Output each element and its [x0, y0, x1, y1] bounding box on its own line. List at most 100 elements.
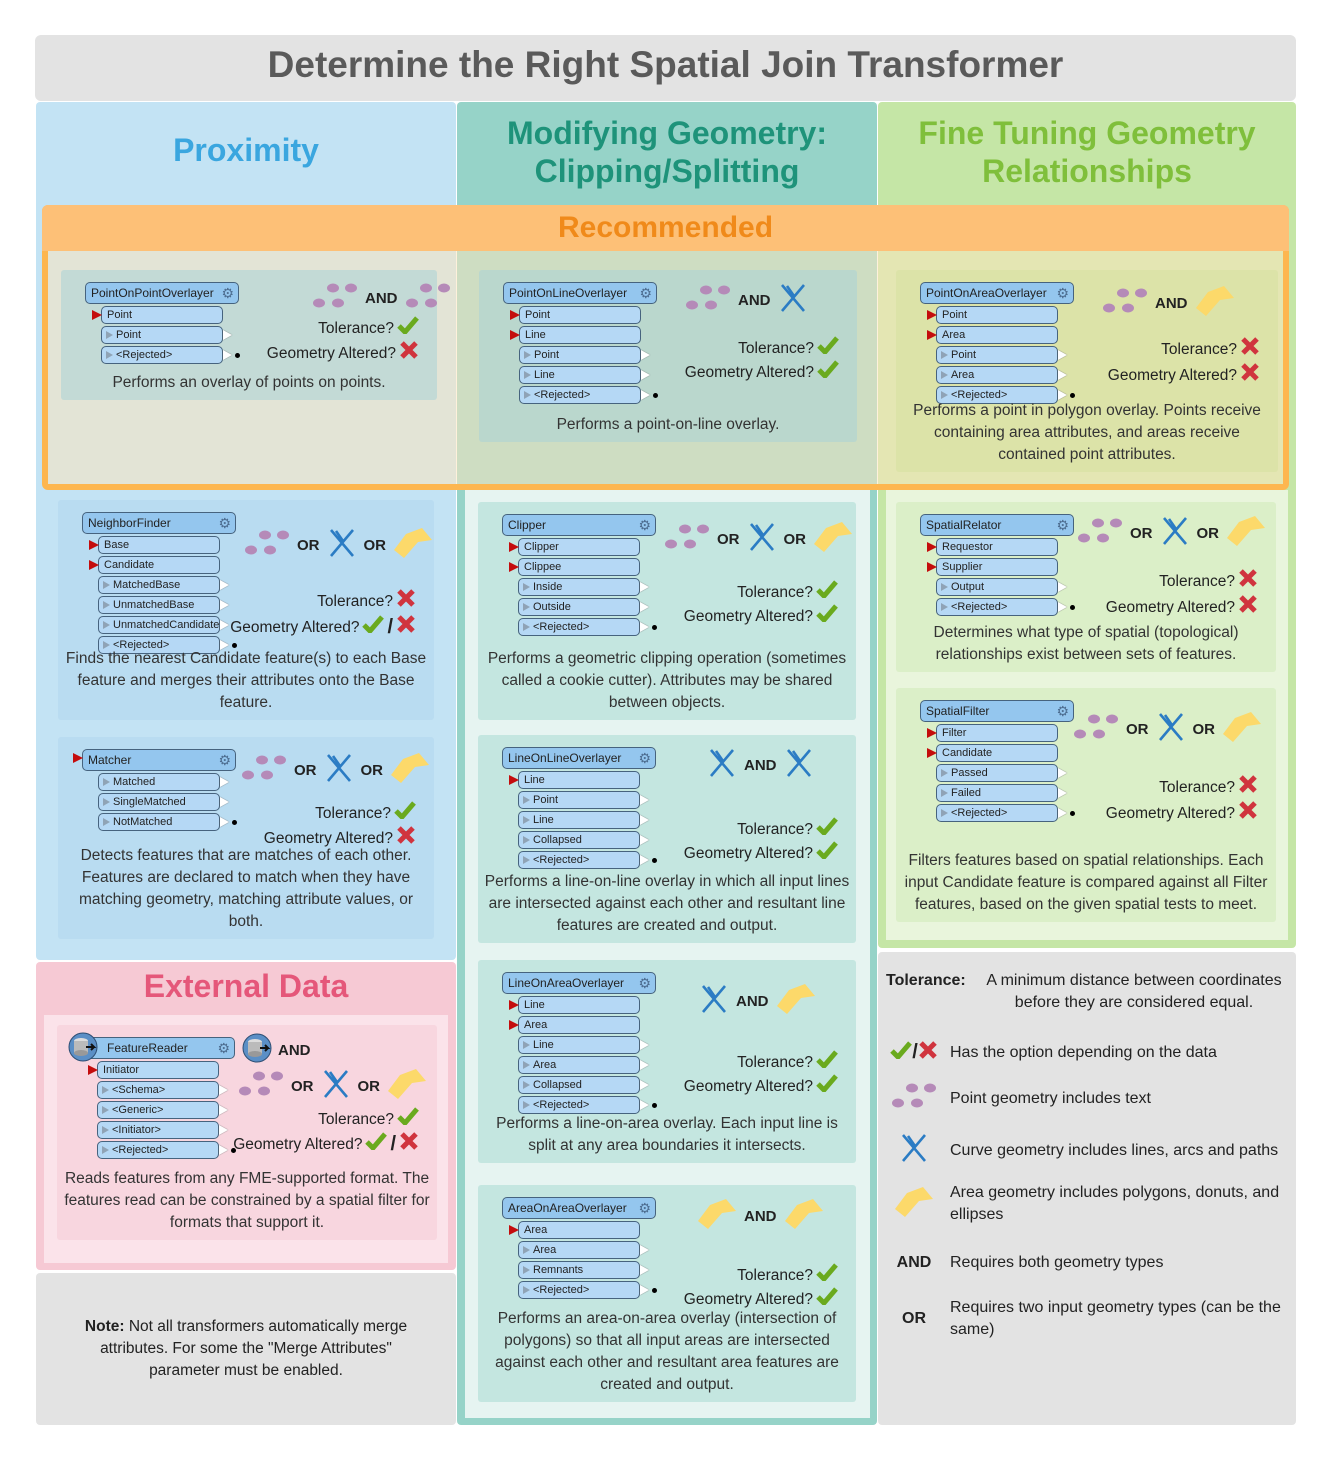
output-port[interactable]: <Rejected>	[97, 1141, 236, 1159]
output-port[interactable]: <Rejected>	[518, 1281, 657, 1299]
output-port[interactable]: <Rejected>	[518, 618, 657, 636]
transformer-header[interactable]: SpatialRelator⚙	[920, 514, 1074, 536]
output-port[interactable]: <Rejected>	[936, 598, 1075, 616]
input-port[interactable]: Line	[510, 326, 641, 344]
input-port[interactable]: Point	[510, 306, 641, 324]
output-port[interactable]: Point	[936, 346, 1058, 364]
output-port[interactable]: Area	[936, 366, 1058, 384]
geometry-altered-row: Geometry Altered?/	[230, 614, 416, 640]
transformer-header[interactable]: FeatureReader⚙	[68, 1032, 235, 1062]
output-port[interactable]: <Rejected>	[518, 851, 657, 869]
gear-icon[interactable]: ⚙	[639, 285, 652, 301]
input-port[interactable]: Initiator	[88, 1061, 219, 1079]
port-label: Line	[524, 774, 545, 786]
gear-icon[interactable]: ⚙	[638, 750, 651, 766]
input-port[interactable]: Clippee	[509, 558, 640, 576]
output-port[interactable]: MatchedBase	[98, 576, 220, 594]
transformer-header[interactable]: PointOnLineOverlayer⚙	[503, 282, 657, 304]
input-port[interactable]: Filter	[927, 724, 1058, 742]
output-port[interactable]: Point	[101, 326, 223, 344]
transformer-widget[interactable]: FeatureReader⚙Initiator <Schema> <Generic>…	[68, 1032, 236, 1159]
input-port[interactable]: Supplier	[927, 558, 1058, 576]
transformer-header[interactable]: Matcher⚙	[73, 749, 236, 771]
output-port[interactable]: Outside	[518, 598, 640, 616]
output-port[interactable]: <Rejected>	[101, 346, 240, 364]
input-port[interactable]: Area	[927, 326, 1058, 344]
output-port[interactable]: Point	[518, 791, 640, 809]
output-port[interactable]: Matched	[98, 773, 220, 791]
output-port[interactable]: Point	[519, 346, 641, 364]
gear-icon[interactable]: ⚙	[638, 975, 651, 991]
input-port[interactable]: Requestor	[927, 538, 1058, 556]
gear-icon[interactable]: ⚙	[217, 1040, 230, 1056]
output-port[interactable]: UnmatchedCandidate	[98, 616, 220, 634]
transformer-header[interactable]: PointOnPointOverlayer⚙	[85, 282, 239, 304]
transformer-header[interactable]: SpatialFilter⚙	[920, 700, 1074, 722]
output-port[interactable]: Collapsed	[518, 1076, 640, 1094]
input-port[interactable]: Candidate	[927, 744, 1058, 762]
gear-icon[interactable]: ⚙	[221, 285, 234, 301]
transformer-header[interactable]: NeighborFinder⚙	[82, 512, 236, 534]
gear-icon[interactable]: ⚙	[1056, 517, 1069, 533]
tolerance-info: Tolerance? Geometry Altered?	[1106, 568, 1258, 620]
output-port[interactable]: <Rejected>	[936, 386, 1075, 404]
output-port[interactable]: SingleMatched	[98, 793, 220, 811]
transformer-header[interactable]: LineOnLineOverlayer⚙	[502, 747, 656, 769]
output-port[interactable]: <Rejected>	[518, 1096, 657, 1114]
port-label: Area	[951, 369, 975, 381]
transformer-header[interactable]: AreaOnAreaOverlayer⚙	[502, 1197, 656, 1219]
output-port[interactable]: Output	[936, 578, 1058, 596]
output-port[interactable]: Area	[518, 1241, 640, 1259]
gear-icon[interactable]: ⚙	[218, 515, 231, 531]
output-port[interactable]: Area	[518, 1056, 640, 1074]
geometry-altered-label: Geometry Altered?	[1107, 366, 1237, 384]
output-port[interactable]: Inside	[518, 578, 640, 596]
curve-geometry-icon	[698, 983, 730, 1019]
output-port[interactable]: NotMatched	[98, 813, 237, 831]
transformer-header[interactable]: Clipper⚙	[502, 514, 656, 536]
output-port[interactable]: Passed	[936, 764, 1058, 782]
output-port[interactable]: <Schema>	[97, 1081, 219, 1099]
input-port[interactable]: Line	[509, 771, 640, 789]
gear-icon[interactable]: ⚙	[1056, 285, 1069, 301]
input-port[interactable]: Point	[92, 306, 223, 324]
transformer-header[interactable]: LineOnAreaOverlayer⚙	[502, 972, 656, 994]
gear-icon[interactable]: ⚙	[218, 752, 231, 768]
gear-icon[interactable]: ⚙	[1056, 703, 1069, 719]
output-port[interactable]: Line	[519, 366, 641, 384]
output-port[interactable]: Failed	[936, 784, 1058, 802]
input-port-flag-icon	[927, 728, 937, 738]
output-port[interactable]: UnmatchedBase	[98, 596, 220, 614]
output-port[interactable]: Line	[518, 811, 640, 829]
output-port[interactable]: Collapsed	[518, 831, 640, 849]
output-port[interactable]: <Rejected>	[98, 636, 237, 654]
output-port[interactable]: <Generic>	[97, 1101, 219, 1119]
gear-icon[interactable]: ⚙	[638, 1200, 651, 1216]
input-port[interactable]: Clipper	[509, 538, 640, 556]
output-port[interactable]: <Initiator>	[97, 1121, 219, 1139]
gear-icon[interactable]: ⚙	[638, 517, 651, 533]
input-port[interactable]: Line	[509, 996, 640, 1014]
output-port[interactable]: Line	[518, 1036, 640, 1054]
input-port[interactable]: Area	[509, 1016, 640, 1034]
output-port[interactable]: <Rejected>	[936, 804, 1075, 822]
transformer-header[interactable]: PointOnAreaOverlayer⚙	[920, 282, 1074, 304]
output-port[interactable]: <Rejected>	[519, 386, 658, 404]
output-port[interactable]: Remnants	[518, 1261, 640, 1279]
input-port[interactable]: Candidate	[89, 556, 220, 574]
input-port[interactable]: Area	[509, 1221, 640, 1239]
geometry-altered-row: Geometry Altered?	[264, 825, 416, 851]
input-port[interactable]: Base	[89, 536, 220, 554]
input-port[interactable]: Point	[927, 306, 1058, 324]
